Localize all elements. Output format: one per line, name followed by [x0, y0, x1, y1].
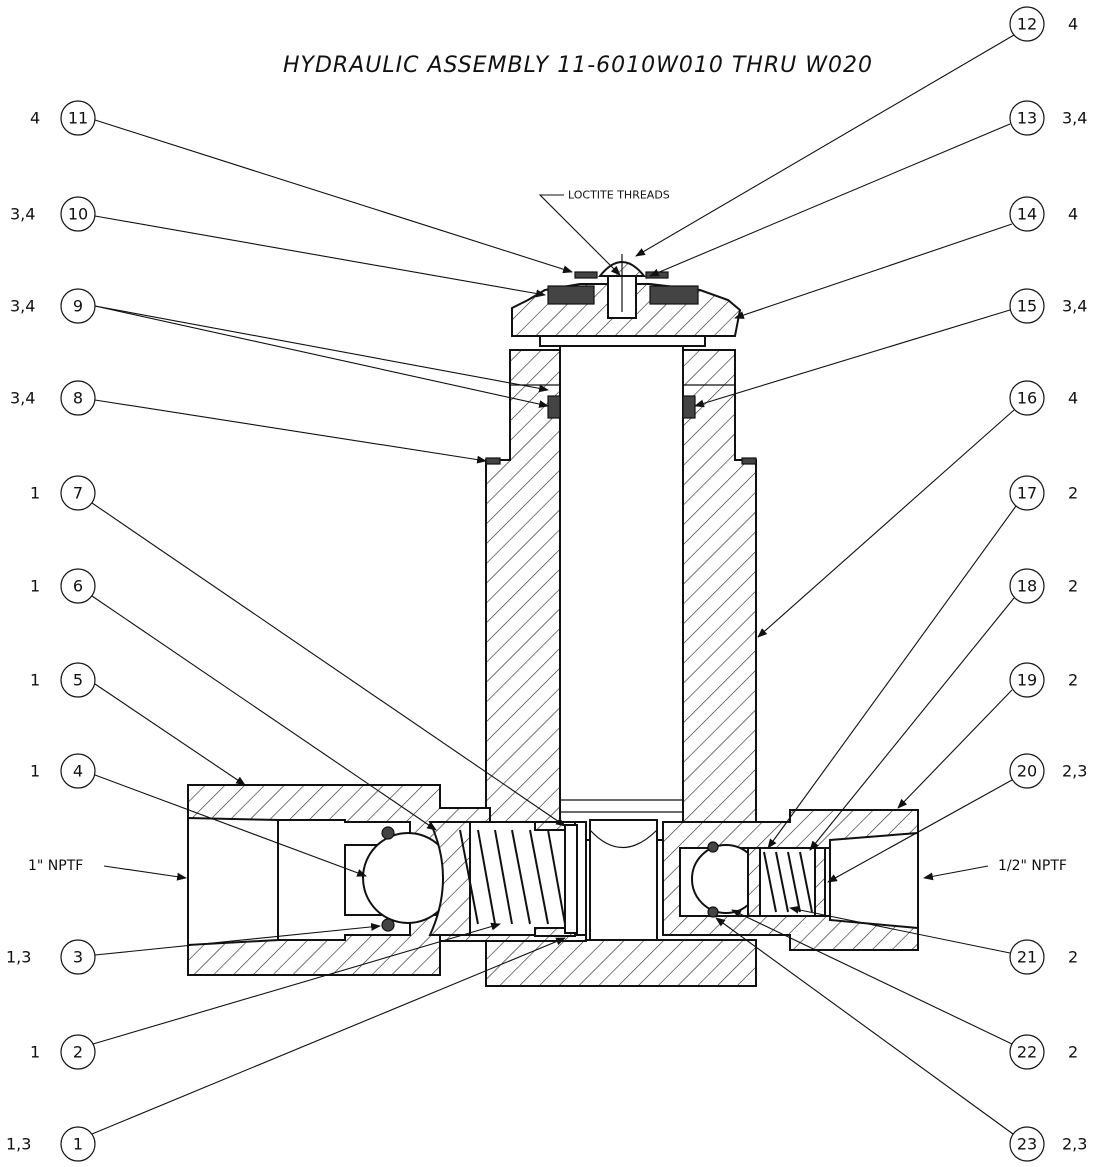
- callout-item-12: 12 4: [635, 6, 1078, 257]
- svg-text:2: 2: [1068, 577, 1078, 596]
- callout-item-14: 14 4: [734, 196, 1078, 319]
- svg-text:17: 17: [1017, 484, 1037, 503]
- svg-text:15: 15: [1017, 297, 1037, 316]
- spring-item-2: [428, 821, 578, 937]
- oring-item-23: [707, 906, 719, 918]
- svg-text:6: 6: [73, 577, 83, 596]
- svg-text:2,3: 2,3: [1062, 1135, 1087, 1154]
- callout-item-23: 23 2,3: [715, 917, 1087, 1162]
- svg-text:23: 23: [1017, 1135, 1037, 1154]
- svg-text:2: 2: [1068, 671, 1078, 690]
- callout-item-19: 19 2: [897, 662, 1078, 809]
- svg-text:12: 12: [1017, 15, 1037, 34]
- svg-text:3,4: 3,4: [1062, 109, 1087, 128]
- center-passage: [589, 819, 658, 941]
- svg-text:22: 22: [1017, 1043, 1037, 1062]
- svg-text:13: 13: [1017, 109, 1037, 128]
- oring-item-3-top: [381, 826, 395, 840]
- callout-item-16: 16 4: [757, 380, 1078, 638]
- callout-item-1: 1 1,3: [6, 937, 566, 1162]
- right-port-label: 1/2" NPTF: [998, 858, 1067, 874]
- svg-text:2: 2: [1068, 484, 1078, 503]
- svg-text:2: 2: [73, 1043, 83, 1062]
- svg-text:7: 7: [73, 484, 83, 503]
- svg-text:1: 1: [30, 484, 40, 503]
- callout-item-20: 20 2,3: [827, 753, 1087, 883]
- svg-text:4: 4: [1068, 389, 1078, 408]
- svg-text:4: 4: [1068, 205, 1078, 224]
- svg-text:1: 1: [73, 1135, 83, 1154]
- svg-text:1,3: 1,3: [6, 948, 31, 967]
- svg-text:4: 4: [1068, 15, 1078, 34]
- spring-item-18: [747, 847, 826, 917]
- svg-text:18: 18: [1017, 577, 1037, 596]
- callout-item-6: 6 1: [30, 568, 437, 831]
- svg-text:16: 16: [1017, 389, 1037, 408]
- seal-item-15: [682, 395, 696, 419]
- svg-text:3: 3: [73, 948, 83, 967]
- svg-text:3,4: 3,4: [10, 389, 35, 408]
- svg-text:3,4: 3,4: [1062, 297, 1087, 316]
- svg-text:3,4: 3,4: [10, 297, 35, 316]
- svg-text:9: 9: [73, 297, 83, 316]
- callout-item-13: 13 3,4: [649, 100, 1087, 277]
- svg-text:1: 1: [30, 1043, 40, 1062]
- svg-text:11: 11: [68, 109, 88, 128]
- svg-text:5: 5: [73, 671, 83, 690]
- svg-text:2: 2: [1068, 948, 1078, 967]
- callout-item-7: 7 1: [30, 475, 566, 827]
- svg-text:4: 4: [73, 762, 83, 781]
- oring-item-3: [381, 918, 395, 932]
- svg-text:4: 4: [30, 109, 40, 128]
- svg-text:3,4: 3,4: [10, 205, 35, 224]
- svg-text:2: 2: [1068, 1043, 1078, 1062]
- callout-item-2: 2 1: [30, 922, 501, 1070]
- svg-text:10: 10: [68, 205, 88, 224]
- loctite-note: LOCTITE THREADS: [568, 189, 670, 202]
- seal-item-8: [485, 457, 501, 465]
- callout-item-21: 21 2: [789, 905, 1078, 975]
- seal-item-9-left: [547, 395, 561, 419]
- svg-text:1: 1: [30, 762, 40, 781]
- svg-text:2,3: 2,3: [1062, 762, 1087, 781]
- callout-item-11: 11 4: [30, 100, 573, 274]
- svg-text:8: 8: [73, 389, 83, 408]
- callout-item-18: 18 2: [809, 568, 1078, 851]
- left-port-label: 1" NPTF: [28, 858, 83, 874]
- svg-text:1,3: 1,3: [6, 1135, 31, 1154]
- svg-text:20: 20: [1017, 762, 1037, 781]
- callout-item-9: 9 3,4: [10, 288, 549, 408]
- callout-item-3: 3 1,3: [6, 922, 381, 975]
- callout-item-5: 5 1: [30, 662, 246, 786]
- callout-item-8: 8 3,4: [10, 380, 487, 464]
- oring-item-23-top: [707, 841, 719, 853]
- callout-item-17: 17 2: [767, 475, 1078, 849]
- callout-item-22: 22 2: [731, 909, 1078, 1070]
- svg-text:1: 1: [30, 671, 40, 690]
- svg-text:14: 14: [1017, 205, 1037, 224]
- svg-text:19: 19: [1017, 671, 1037, 690]
- callout-item-4: 4 1: [30, 753, 367, 877]
- seal-item-8-right: [741, 457, 757, 465]
- callout-item-10: 10 3,4: [10, 196, 546, 298]
- svg-text:21: 21: [1017, 948, 1037, 967]
- cap-assembly: [511, 254, 742, 347]
- drawing-title: HYDRAULIC ASSEMBLY 11-6010W010 THRU W020: [283, 53, 873, 78]
- callout-item-15: 15 3,4: [694, 288, 1087, 408]
- svg-text:1: 1: [30, 577, 40, 596]
